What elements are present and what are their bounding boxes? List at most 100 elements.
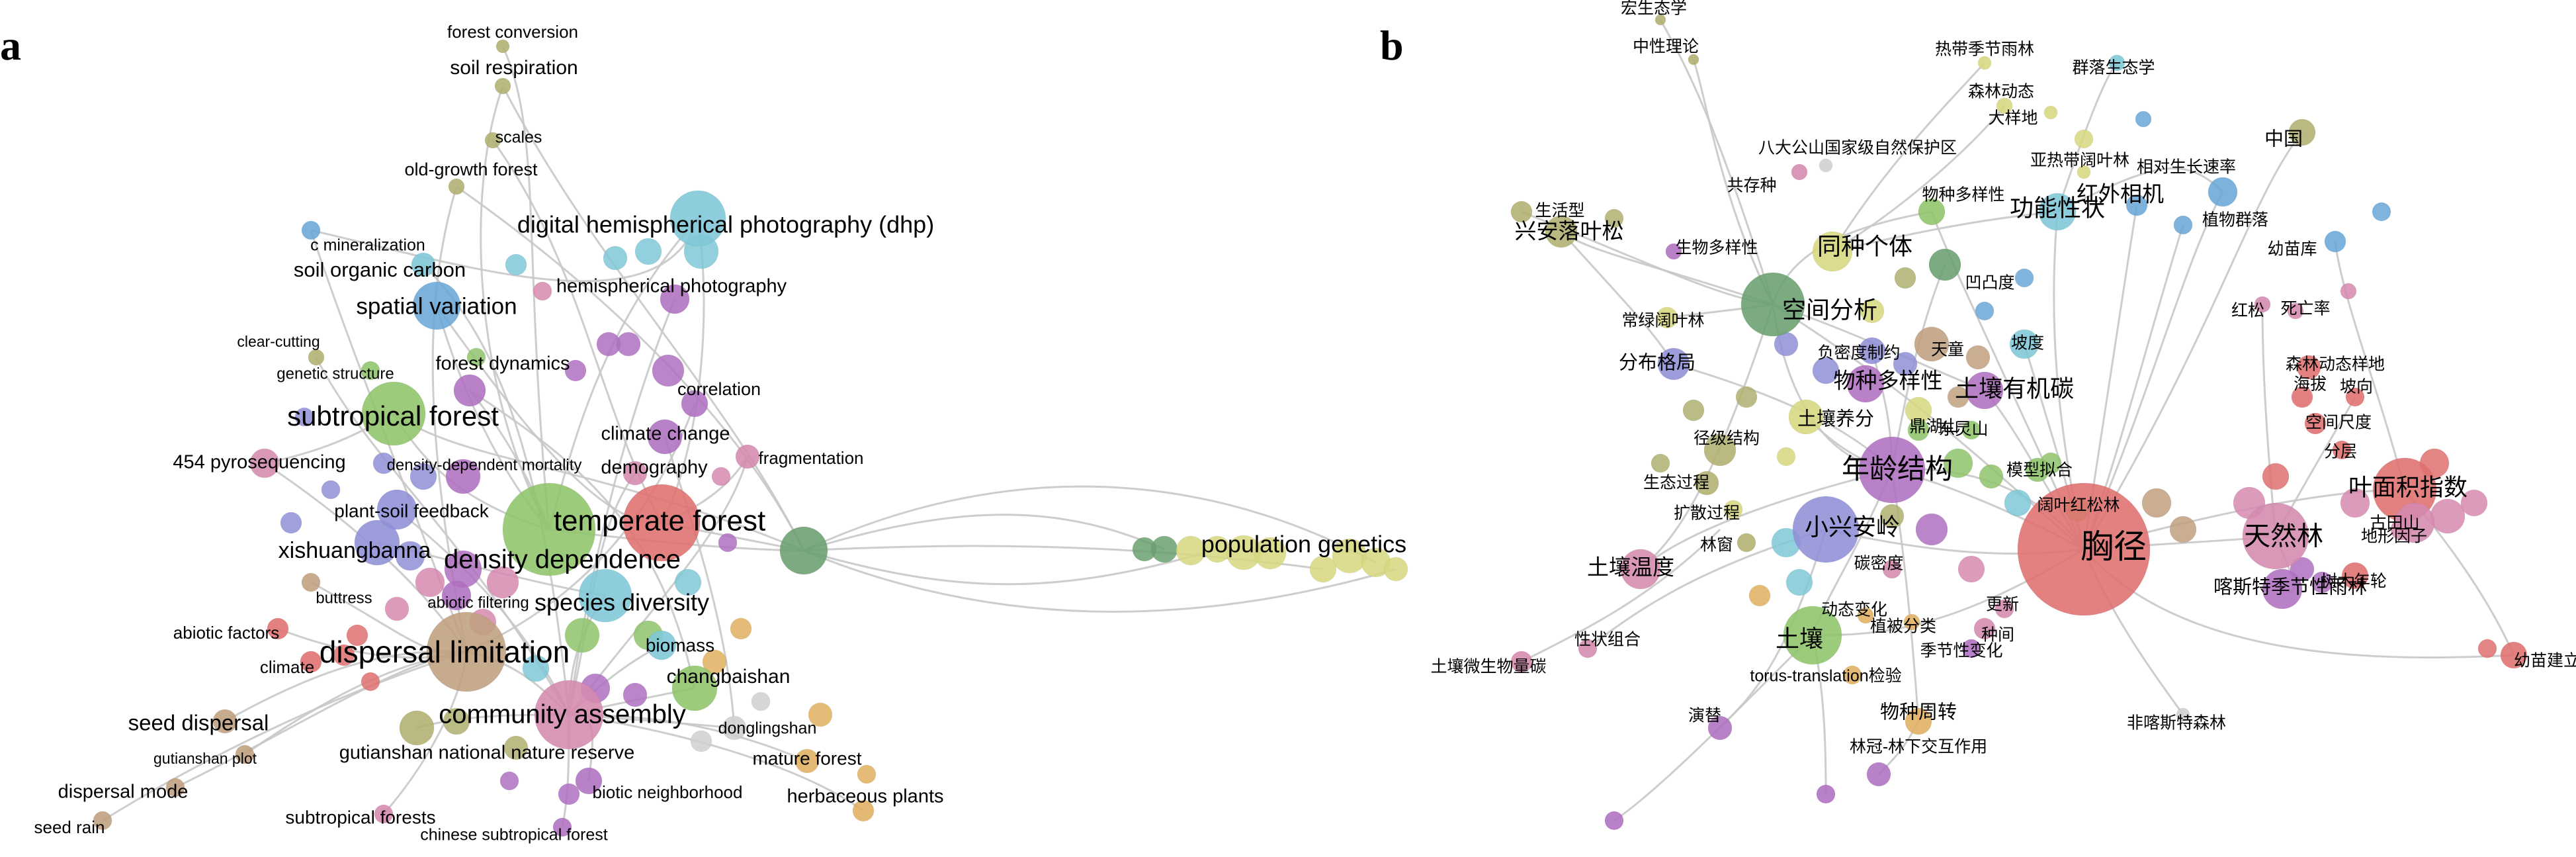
edge (1831, 62, 1986, 252)
network-b-node (1510, 201, 1533, 223)
network-b-keyword-label: 年龄结构 (1842, 453, 1953, 484)
network-b-node (1694, 471, 1719, 496)
network-b-node (2014, 268, 2034, 288)
network-b-node (1866, 762, 1891, 787)
edge (568, 456, 749, 715)
network-a-node (361, 381, 426, 446)
network-b-keyword-label: 幼苗建立 (2514, 652, 2576, 670)
network-b-node (1657, 347, 1690, 381)
network-a-node (249, 448, 280, 478)
edge (803, 548, 1218, 586)
network-b-node (1858, 337, 1886, 365)
network-a-node (1150, 535, 1178, 563)
network-b-node (2169, 516, 2197, 543)
network-a-keyword-label: subtropical forests (285, 807, 435, 827)
network-b-node (1735, 386, 1758, 408)
network-a-keyword-label: 454 pyrosequencing (173, 452, 345, 473)
network-a-node (165, 778, 185, 797)
network-b-node (1740, 272, 1805, 337)
edge (803, 549, 1396, 613)
network-b-keyword-label: 径级结构 (1694, 429, 1760, 448)
network-b-node (1812, 357, 1840, 384)
network-b-node (1905, 707, 1932, 735)
network-b-node (1857, 607, 1874, 624)
network-a-node (308, 349, 325, 366)
network-a-keyword-label: community assembly (439, 700, 685, 729)
network-b-keyword-label: 相对生长速率 (2137, 158, 2236, 177)
network-a-node (486, 566, 519, 599)
network-a-node (1309, 555, 1337, 583)
network-b-node (1604, 811, 1624, 831)
edge (803, 514, 1165, 552)
panel-label-b: b (1380, 22, 1404, 69)
network-b-node (1707, 715, 1733, 741)
network-a-node (361, 361, 380, 381)
network-b-keyword-label: 小兴安岭 (1805, 514, 1900, 541)
network-b-node (1957, 555, 1985, 583)
network-b-node (1977, 56, 1992, 70)
network-b-node (2176, 707, 2190, 722)
network-b-node (2291, 386, 2313, 408)
network-b-keyword-label: 更新 (1986, 596, 2019, 614)
network-a-keyword-label: biotic neighborhood (593, 782, 743, 802)
network-b-keyword-label: 鼎湖山 (1909, 418, 1959, 436)
network-b-node (1879, 504, 1905, 529)
network-b-keyword-label: 八大公山国家级自然保护区 (1758, 139, 1957, 158)
network-a-node (301, 572, 321, 592)
network-b-keyword-label: 群落生态学 (2072, 59, 2155, 77)
network-a-node (495, 39, 510, 54)
edge (1521, 528, 1721, 663)
network-b-node (2017, 482, 2151, 616)
network-b-keyword-label: 碳密度 (1854, 555, 1903, 573)
network-b-keyword-label: 生物多样性 (1675, 239, 1758, 257)
network-b-node (2254, 296, 2271, 313)
network-b-node (1792, 496, 1860, 563)
network-a-keyword-label: demography (601, 457, 708, 478)
network-b-node (1785, 568, 1813, 596)
network-b-node (2324, 230, 2346, 253)
network-b-keyword-label: 土壤微生物量碳 (1430, 658, 1546, 676)
network-a-node (808, 702, 833, 727)
network-b-node (1961, 639, 1981, 658)
network-b-keyword-label: 天童 (1931, 341, 1964, 359)
network-b-node (2025, 457, 2050, 482)
network-b-keyword-label: 植物群落 (2202, 211, 2268, 230)
network-a-keyword-label: population genetics (1201, 531, 1406, 558)
network-b-keyword-label: 扩散过程 (1674, 504, 1740, 523)
network-b-node (1961, 420, 1981, 440)
network-b-node (1510, 651, 1533, 673)
network-b-keyword-label: 季节性变化 (1920, 642, 2002, 660)
network-a-node (499, 771, 519, 791)
edge (2056, 62, 2118, 212)
network-a-keyword-label: forest conversion (447, 22, 578, 42)
network-b-node (1965, 371, 2004, 410)
network-a-node (445, 459, 481, 494)
network-a-node (751, 692, 771, 711)
network-b-node (1882, 559, 1902, 579)
network-b-keyword-label: 生态过程 (1643, 474, 1709, 492)
network-a-node (558, 783, 580, 805)
network-b-keyword-label: 模型拟合 (2006, 461, 2073, 480)
network-b-node (2390, 518, 2413, 541)
network-b-keyword-label: 分层 (2324, 443, 2357, 461)
network-b-node (1860, 298, 1885, 324)
edge (1832, 105, 2006, 253)
network-b-keyword-label: 坡向 (2340, 378, 2373, 396)
network-a-node (361, 672, 380, 692)
network-a-node (411, 252, 436, 277)
network-a-keyword-label: old-growth forest (404, 159, 538, 179)
network-b-node (2477, 639, 2497, 658)
network-a-keyword-label: dispersal mode (58, 782, 189, 803)
network-a-keyword-label: changbaishan (667, 666, 791, 688)
network-a-node (280, 512, 302, 534)
network-b-node (1651, 453, 1670, 473)
network-b-keyword-label: 大样地 (1988, 109, 2038, 128)
network-b-node (1858, 436, 1926, 504)
network-a-node (623, 484, 701, 562)
network-a-node (443, 707, 470, 735)
network-b-keyword-label: 胸径 (2081, 528, 2147, 565)
network-a-node (564, 359, 587, 382)
network-b-node (1665, 243, 1682, 260)
network-a-node (453, 374, 486, 407)
network-a-node (354, 519, 400, 566)
